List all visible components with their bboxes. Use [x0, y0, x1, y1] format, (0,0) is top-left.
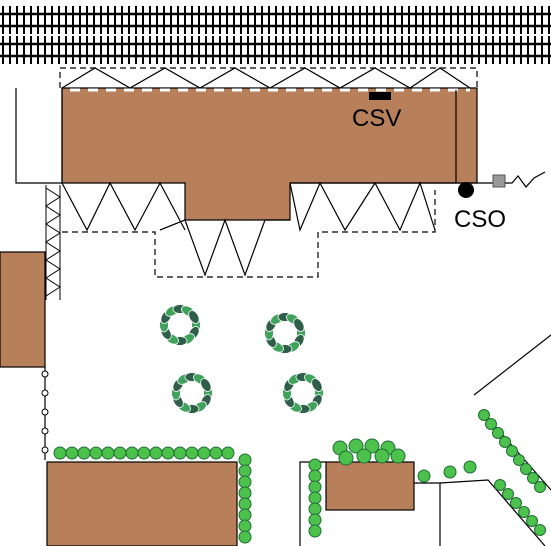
main-building [61, 87, 478, 221]
hedge-shrub-icon [518, 506, 530, 518]
hedge-shrub-icon [238, 464, 252, 478]
hedge-shrub-icon [173, 446, 187, 460]
side-building-left [0, 251, 46, 368]
tree-cluster-icon [171, 372, 213, 414]
hedge-shrub-icon [417, 469, 431, 483]
csv-label: CSV [352, 105, 401, 132]
hedge-shrub-icon [101, 446, 115, 460]
hedge-shrub-icon [77, 446, 91, 460]
hedge-shrub-icon [499, 436, 511, 448]
hedge-shrub-icon [238, 475, 252, 489]
hedge-shrub-icon [390, 448, 406, 464]
hedge-shrub-icon [308, 491, 322, 505]
rectangle-marker-icon [369, 92, 391, 100]
hedge-shrub-icon [494, 479, 506, 491]
hedge-shrub-icon [125, 446, 139, 460]
hedge-shrub-icon [149, 446, 163, 460]
hedge-shrub-icon [308, 502, 322, 516]
hedge-shrub-icon [527, 472, 539, 484]
hedge-shrub-icon [308, 458, 322, 472]
hedge-shrub-icon [308, 469, 322, 483]
canopy-zigzag-lower [61, 181, 436, 277]
hedge-shrub-icon [185, 446, 199, 460]
hedge-shrub-icon [492, 427, 504, 439]
hedge-shrub-icon [443, 465, 457, 479]
hedge-shrub-icon [221, 446, 235, 460]
hedge-shrub-icon [463, 460, 477, 474]
hedge-shrub-icon [534, 481, 546, 493]
hedge-shrub-icon [238, 508, 252, 522]
filled-circle-icon [458, 182, 474, 198]
truss-left [45, 185, 61, 300]
hedge-shrub-icon [238, 530, 252, 544]
hedge-shrub-icon [209, 446, 223, 460]
cso-label: CSO [454, 206, 506, 233]
hedge-shrub-icon [65, 446, 79, 460]
building-bottom-left [46, 461, 238, 546]
boundary-lines-bottom [299, 334, 551, 546]
boundary-wall-left [15, 88, 495, 184]
hedge-shrub-icon [534, 524, 546, 536]
hedge-shrub-icon [526, 515, 538, 527]
tree-cluster-icon [264, 312, 306, 354]
hedge-shrub-icon [197, 446, 211, 460]
hedge-shrub-icon [238, 486, 252, 500]
canopy-outline-top [59, 67, 478, 90]
hedge-shrub-icon [478, 409, 490, 421]
tree-cluster-group [159, 304, 324, 414]
signal-wire [505, 171, 546, 188]
tree-cluster-icon [159, 304, 201, 346]
hedge-shrub-icon [238, 497, 252, 511]
hedge-shrub-icon [238, 519, 252, 533]
hedge-shrub-icon [238, 453, 252, 467]
hedge-group [53, 409, 546, 544]
hedge-shrub-icon [161, 446, 175, 460]
canopy-outline-lower [62, 190, 436, 278]
hedge-shrub-icon [308, 480, 322, 494]
hedge-shrub-icon [338, 450, 354, 466]
hedge-shrub-icon [506, 445, 518, 457]
hedge-shrub-icon [53, 446, 67, 460]
hedge-shrub-icon [308, 524, 322, 538]
fence-left [41, 367, 49, 460]
hedge-shrub-icon [364, 438, 380, 454]
hedge-shrub-icon [113, 446, 127, 460]
hedge-shrub-icon [513, 454, 525, 466]
tree-cluster-icon [282, 372, 324, 414]
hedge-shrub-icon [510, 497, 522, 509]
square-signal-icon [492, 174, 506, 188]
hedge-shrub-icon [89, 446, 103, 460]
building-bottom-middle [325, 461, 415, 511]
hedge-shrub-icon [308, 513, 322, 527]
hedge-shrub-icon [356, 448, 372, 464]
hedge-shrub-icon [502, 488, 514, 500]
hedge-shrub-icon [485, 418, 497, 430]
hedge-shrub-icon [348, 438, 364, 454]
railway-track-icon [0, 6, 551, 64]
hedge-shrub-icon [374, 448, 390, 464]
hedge-shrub-icon [520, 463, 532, 475]
hedge-shrub-icon [137, 446, 151, 460]
